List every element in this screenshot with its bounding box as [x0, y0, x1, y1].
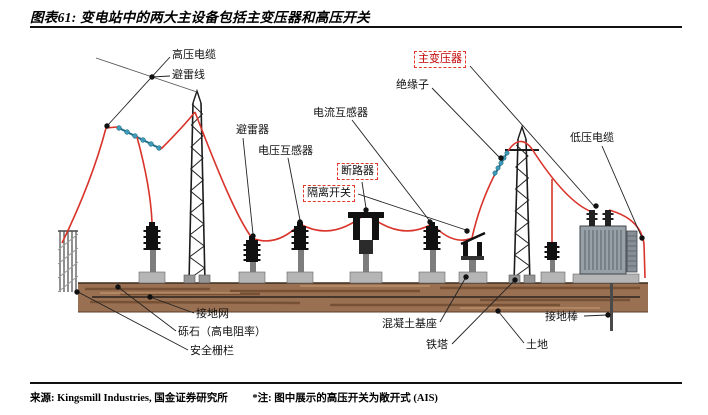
- note-text: *注: 图中展示的高压开关为敞开式 (AIS): [252, 393, 438, 404]
- label-soil: 土地: [526, 339, 548, 351]
- leader-dots: [74, 74, 645, 318]
- title-rule: [30, 26, 682, 28]
- label-gravel: 砾石（高电阻率）: [178, 326, 266, 338]
- footer: 来源: Kingsmill Industries, 国金证券研究所 *注: 图中…: [30, 390, 438, 405]
- lightning-shield-wire: [95, 57, 198, 93]
- label-arrester: 避雷器: [236, 124, 269, 136]
- label-grounding-rod: 接地棒: [545, 311, 578, 323]
- source-text: 来源: Kingsmill Industries, 国金证券研究所: [30, 393, 228, 404]
- label-current-transformer: 电流互感器: [313, 107, 368, 119]
- label-insulator: 绝缘子: [396, 79, 429, 91]
- label-concrete-base: 混凝土基座: [382, 318, 437, 330]
- insulator-string-left: [116, 125, 162, 151]
- circuit-breaker-device: [348, 212, 384, 254]
- isolation-switch-device: [460, 231, 486, 260]
- safety-fence: [57, 230, 79, 293]
- grounding-rod-shape: [610, 283, 613, 331]
- label-high-voltage-cable: 高压电缆: [172, 49, 216, 61]
- equipment-row: [138, 212, 640, 284]
- label-lightning-wire: 避雷线: [172, 69, 205, 81]
- ground-band: [78, 282, 648, 313]
- label-main-transformer: 主变压器: [414, 51, 466, 68]
- concrete-pedestals: [138, 271, 640, 284]
- label-breaker: 断路器: [337, 163, 378, 180]
- label-grounding-grid: 接地网: [196, 308, 229, 320]
- insulator-string-right: [492, 150, 510, 177]
- label-iron-tower: 铁塔: [426, 339, 448, 351]
- footer-rule: [30, 382, 682, 384]
- label-safety-fence: 安全栅栏: [190, 345, 234, 357]
- figure-title: 图表61: 变电站中的两大主设备包括主变压器和高压开关: [30, 10, 370, 25]
- lattice-tower-left: [183, 88, 211, 284]
- lattice-tower-right: [505, 124, 539, 284]
- leader-lines: [77, 56, 643, 351]
- main-transformer-device: [579, 210, 638, 275]
- label-isolation-switch: 隔离开关: [303, 185, 355, 202]
- label-low-voltage-cable: 低压电缆: [570, 132, 614, 144]
- label-voltage-transformer: 电压互感器: [258, 145, 313, 157]
